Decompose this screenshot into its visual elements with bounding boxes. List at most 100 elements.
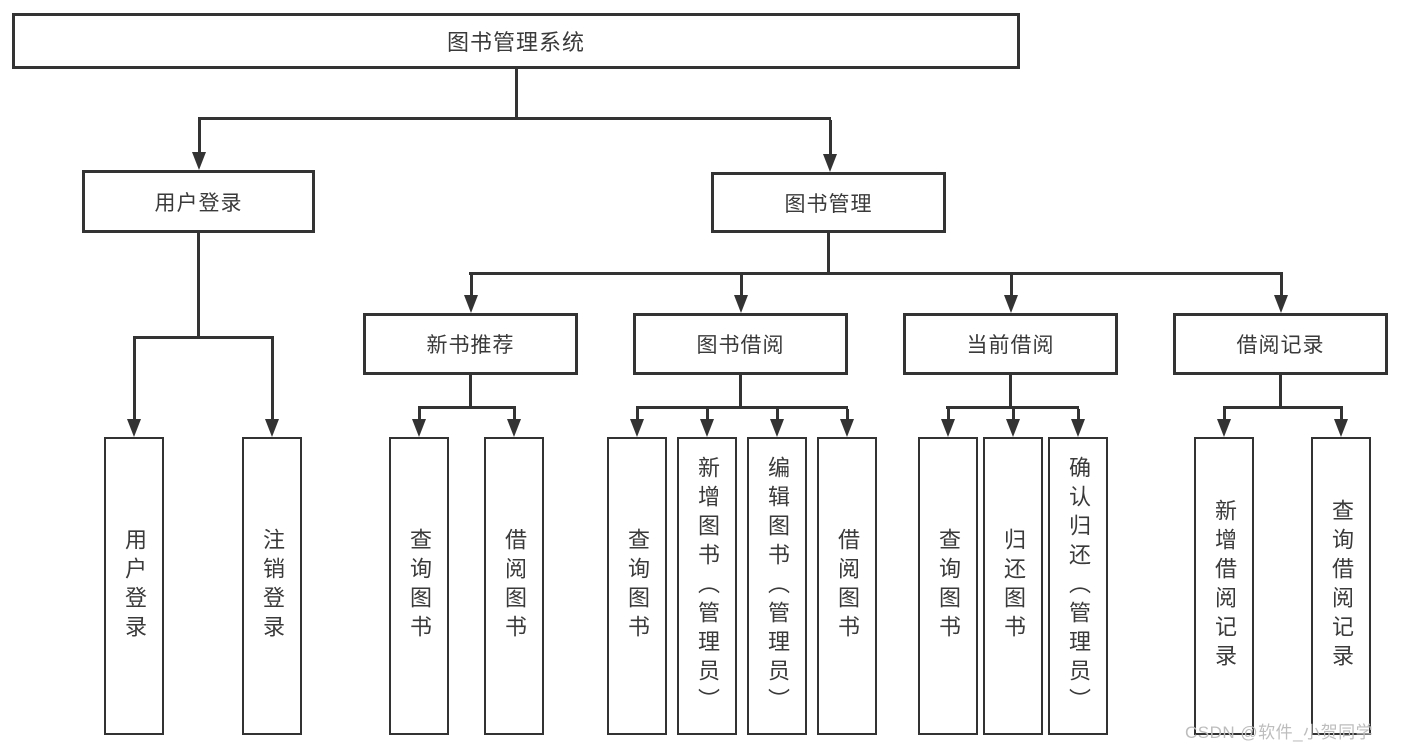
arrowhead-icon [192, 152, 206, 170]
arrowhead-icon [840, 419, 854, 437]
leaf-add-borrow-record: 新增借阅记录 [1194, 437, 1254, 735]
connector-current-borrow-split [946, 406, 1079, 409]
leaf-label: 归还图书 [1001, 528, 1026, 644]
leaf-edit-books-admin: 编辑图书（管理员） [747, 437, 807, 735]
arrow-shaft [1339, 409, 1343, 421]
arrow-shaft [512, 409, 516, 421]
connector-book-borrow-split [636, 406, 848, 409]
connector-user-login-stem [197, 233, 200, 339]
arrowhead-icon [507, 419, 521, 437]
connector-book-borrow-stem [739, 375, 742, 409]
arrow-down-to-current-borrow [1004, 275, 1018, 313]
arrow-shaft [1279, 275, 1283, 297]
leaf-label: 新增借阅记录 [1212, 499, 1237, 673]
arrow-down-leaf [507, 409, 521, 437]
arrowhead-icon [1274, 295, 1288, 313]
arrow-shaft [739, 275, 743, 297]
arrow-shaft [270, 339, 274, 421]
arrowhead-icon [464, 295, 478, 313]
arrow-shaft [469, 275, 473, 297]
leaf-return-books: 归还图书 [983, 437, 1043, 735]
leaf-label: 用户登录 [122, 528, 147, 644]
leaf-label: 查询图书 [407, 528, 432, 644]
leaf-query-books-current: 查询图书 [918, 437, 978, 735]
node-label: 图书管理 [784, 192, 873, 216]
arrow-down-leaf [1006, 409, 1020, 437]
leaf-query-books-borrow: 查询图书 [607, 437, 667, 735]
arrow-shaft [1076, 409, 1080, 421]
leaf-add-books-admin: 新增图书（管理员） [677, 437, 737, 735]
arrowhead-icon [630, 419, 644, 437]
connector-root-split [198, 117, 831, 120]
leaf-borrow-books-rec: 借阅图书 [484, 437, 544, 735]
arrow-down-to-leaf-logout [265, 339, 279, 437]
connector-new-book-rec-split [418, 406, 516, 409]
arrow-shaft [132, 339, 136, 421]
connector-book-mgmt-stem [827, 233, 830, 275]
arrow-down-leaf [1071, 409, 1085, 437]
connector-book-mgmt-split [469, 272, 1283, 275]
arrowhead-icon [1217, 419, 1231, 437]
leaf-label: 查询借阅记录 [1329, 499, 1354, 673]
node-label: 新书推荐 [426, 334, 515, 357]
arrow-down-leaf [630, 409, 644, 437]
leaf-label: 确认归还（管理员） [1066, 455, 1091, 717]
arrowhead-icon [770, 419, 784, 437]
leaf-label: 查询图书 [625, 528, 650, 644]
leaf-logout: 注销登录 [242, 437, 302, 735]
arrow-shaft [828, 120, 832, 156]
leaf-label: 编辑图书（管理员） [765, 455, 790, 717]
connector-current-borrow-stem [1009, 375, 1012, 409]
arrow-down-to-leaf-login [127, 339, 141, 437]
leaf-label: 借阅图书 [835, 528, 860, 644]
arrow-down-leaf [412, 409, 426, 437]
arrow-down-leaf [840, 409, 854, 437]
arrow-shaft [1011, 409, 1015, 421]
arrowhead-icon [412, 419, 426, 437]
node-label: 用户登录 [154, 191, 243, 215]
arrow-shaft [1009, 275, 1013, 297]
arrowhead-icon [1004, 295, 1018, 313]
connector-borrow-records-split [1223, 406, 1343, 409]
arrowhead-icon [127, 419, 141, 437]
connector-new-book-rec-stem [469, 375, 472, 409]
leaf-label: 借阅图书 [502, 528, 527, 644]
leaf-label: 新增图书（管理员） [695, 455, 720, 717]
arrow-down-leaf [941, 409, 955, 437]
arrow-shaft [417, 409, 421, 421]
leaf-borrow-books: 借阅图书 [817, 437, 877, 735]
leaf-label: 查询图书 [936, 528, 961, 644]
arrow-down-to-book-mgmt [823, 120, 837, 172]
csdn-watermark: CSDN @软件_小贺同学 [1185, 723, 1374, 742]
arrowhead-icon [1334, 419, 1348, 437]
leaf-query-borrow-record: 查询借阅记录 [1311, 437, 1371, 735]
arrowhead-icon [823, 154, 837, 172]
connector-borrow-records-stem [1279, 375, 1282, 409]
arrow-down-to-new-book-rec [464, 275, 478, 313]
arrowhead-icon [1006, 419, 1020, 437]
node-new-book-rec: 新书推荐 [363, 313, 578, 375]
arrow-down-leaf [770, 409, 784, 437]
node-label: 借阅记录 [1236, 334, 1325, 357]
arrow-down-to-user-login [192, 120, 206, 170]
node-label: 图书借阅 [696, 334, 785, 357]
arrow-shaft [1222, 409, 1226, 421]
arrowhead-icon [1071, 419, 1085, 437]
arrowhead-icon [700, 419, 714, 437]
arrowhead-icon [265, 419, 279, 437]
leaf-label: 注销登录 [260, 528, 285, 644]
arrow-down-leaf [1217, 409, 1231, 437]
connector-user-login-split [133, 336, 274, 339]
node-current-borrow: 当前借阅 [903, 313, 1118, 375]
arrow-shaft [635, 409, 639, 421]
arrow-shaft [705, 409, 709, 421]
node-label: 图书管理系统 [446, 30, 585, 55]
arrowhead-icon [734, 295, 748, 313]
leaf-user-login: 用户登录 [104, 437, 164, 735]
leaf-confirm-return-admin: 确认归还（管理员） [1048, 437, 1108, 735]
connector-root-stem [515, 69, 518, 118]
node-label: 当前借阅 [966, 334, 1055, 357]
node-user-login: 用户登录 [82, 170, 315, 233]
arrow-down-leaf [1334, 409, 1348, 437]
